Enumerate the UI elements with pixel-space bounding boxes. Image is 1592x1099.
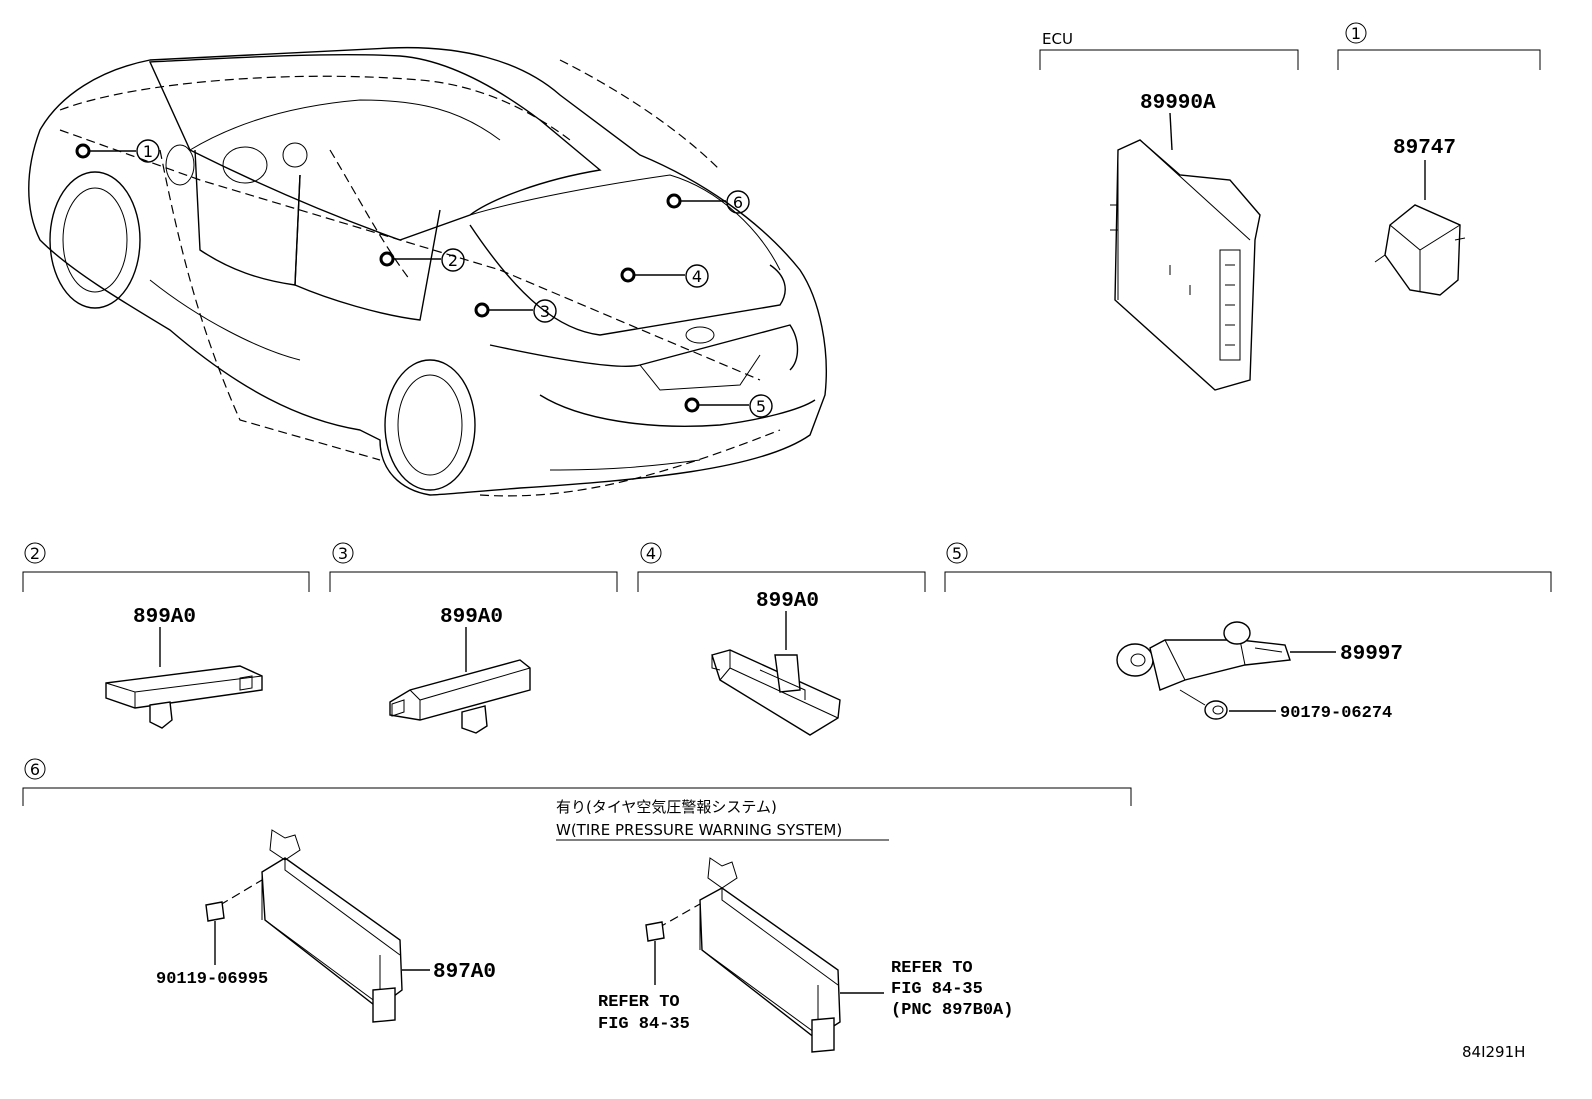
ref-part-line-3: (PNC 897B0A) xyxy=(891,1001,1013,1020)
callout-6: 6 xyxy=(733,193,743,212)
callout-3: 3 xyxy=(540,302,550,321)
section-4: 4 899A0 xyxy=(637,542,926,736)
ref-bolt-line-2: FIG 84-35 xyxy=(598,1015,690,1034)
car-callouts: 1 2 3 4 5 6 xyxy=(75,139,773,418)
caption-jp: 有り(タイヤ空気圧警報システム) xyxy=(556,798,777,816)
section-2-num: 2 xyxy=(30,544,40,563)
section-1-num: 1 xyxy=(1351,24,1361,43)
part-number-89997[interactable]: 89997 xyxy=(1340,643,1403,666)
ref-bolt-line-1: REFER TO xyxy=(598,993,680,1012)
section-ecu: ECU 89990A xyxy=(1039,30,1299,391)
ecu-header: ECU xyxy=(1042,30,1073,48)
part-number-899A0-b[interactable]: 899A0 xyxy=(440,606,503,629)
figure-id: 84I291H xyxy=(1462,1043,1525,1061)
section-3: 3 899A0 xyxy=(329,542,618,734)
callout-4: 4 xyxy=(692,267,702,286)
caption-en: W(TIRE PRESSURE WARNING SYSTEM) xyxy=(556,821,842,839)
part-number-897A0[interactable]: 897A0 xyxy=(433,961,496,984)
section-2: 2 899A0 xyxy=(22,542,310,729)
callout-1: 1 xyxy=(143,142,153,161)
ref-part-line-1: REFER TO xyxy=(891,959,973,978)
car-illustration xyxy=(28,46,827,497)
section-6: 6 有り(タイヤ空気圧警報システム) W(TIRE PRESSURE WARNI… xyxy=(22,758,1132,1053)
part-number-899A0-c[interactable]: 899A0 xyxy=(756,590,819,613)
part-number-89990A[interactable]: 89990A xyxy=(1140,92,1216,115)
part-number-90179-06274[interactable]: 90179-06274 xyxy=(1280,704,1392,723)
part-number-899A0-a[interactable]: 899A0 xyxy=(133,606,196,629)
callout-2: 2 xyxy=(448,251,458,270)
section-5: 5 89997 90179-06274 xyxy=(944,542,1552,723)
part-number-89747[interactable]: 89747 xyxy=(1393,137,1456,160)
section-3-num: 3 xyxy=(338,544,348,563)
section-1: 1 89747 xyxy=(1337,22,1541,296)
callout-5: 5 xyxy=(756,397,766,416)
section-5-num: 5 xyxy=(952,544,962,563)
ref-part-line-2: FIG 84-35 xyxy=(891,980,983,999)
section-6-num: 6 xyxy=(30,760,40,779)
section-4-num: 4 xyxy=(646,544,656,563)
part-number-90119-06995[interactable]: 90119-06995 xyxy=(156,970,268,989)
